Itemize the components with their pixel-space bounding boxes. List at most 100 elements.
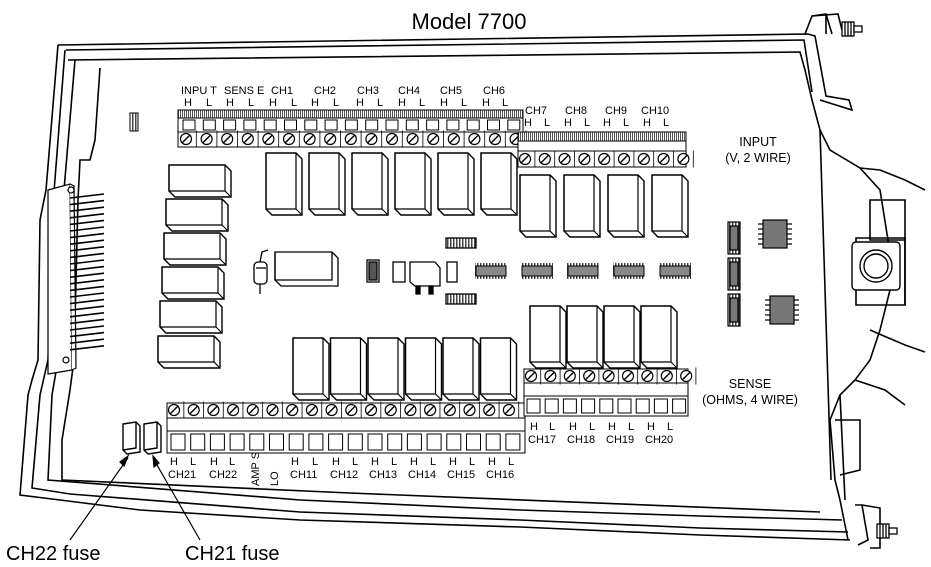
- label-ch5-h: H: [440, 97, 448, 109]
- terminal-screw-slot: [469, 134, 479, 144]
- label-ch14-h: H: [410, 456, 418, 468]
- ch21-fuse-label: CH21 fuse: [185, 543, 280, 565]
- terminal-screw-slot: [579, 154, 589, 164]
- label-ch5: CH5: [440, 85, 462, 97]
- label-ch3-h: H: [356, 97, 364, 109]
- terminal-clamp: [344, 119, 358, 131]
- relay-block: [351, 152, 389, 216]
- label-ch16-l: L: [508, 456, 514, 468]
- connector-pin: [69, 239, 105, 245]
- connector-pin: [69, 272, 105, 278]
- relay-block: [480, 152, 518, 216]
- connector-pin: [69, 279, 105, 285]
- label-ch17-h: H: [530, 421, 538, 433]
- terminal-clamp: [182, 119, 196, 131]
- label-ch11: CH11: [290, 469, 317, 481]
- terminal-screw-slot: [243, 134, 253, 144]
- connector-pin: [69, 338, 105, 344]
- bottom-terminal-strip: [166, 401, 526, 454]
- terminal-clamp: [202, 119, 216, 131]
- label-ch10-h: H: [643, 117, 651, 129]
- relay-block: [308, 152, 346, 216]
- opto-chip: [659, 265, 691, 277]
- terminal-screw-slot: [189, 405, 199, 415]
- terminal-screw-slot: [169, 405, 179, 415]
- connector-pin: [69, 305, 105, 311]
- label-ch15-l: L: [469, 456, 475, 468]
- terminal-screw-slot: [181, 134, 191, 144]
- terminal-clamp: [581, 398, 596, 414]
- label-sense: SENS E: [224, 85, 264, 97]
- label-ch12-h: H: [332, 456, 340, 468]
- terminal-clamp: [599, 398, 614, 414]
- terminal-screw-slot: [268, 405, 277, 415]
- relay-block: [159, 300, 223, 334]
- input-sublabel: (V, 2 WIRE): [725, 151, 791, 165]
- terminal-clamp: [653, 398, 668, 414]
- label-ch20: CH20: [645, 434, 673, 446]
- relay-block: [265, 152, 303, 216]
- terminal-clamp: [507, 119, 521, 131]
- terminal-clamp: [328, 433, 344, 451]
- terminal-screw-slot: [346, 405, 356, 415]
- label-input-h: H: [184, 97, 192, 109]
- terminal-screw-slot: [642, 371, 652, 381]
- label-ch19-l: L: [628, 421, 634, 433]
- terminal-screw-slot: [307, 405, 317, 415]
- terminal-screw-slot: [222, 134, 232, 144]
- relay-block: [292, 337, 330, 401]
- label-ch8: CH8: [565, 105, 587, 117]
- terminal-clamp: [544, 398, 559, 414]
- label-ch2: CH2: [314, 85, 336, 97]
- label-ch5-l: L: [461, 97, 467, 109]
- label-ch1: CH1: [271, 85, 293, 97]
- relay-block: [157, 335, 221, 369]
- label-ch8-l: L: [584, 117, 590, 129]
- terminal-clamp: [347, 433, 363, 451]
- terminal-clamp: [170, 433, 186, 451]
- terminal-screw-slot: [639, 154, 649, 164]
- connector-pin: [69, 226, 105, 232]
- terminal-screw-slot: [248, 405, 258, 415]
- label-ch9-h: H: [603, 117, 611, 129]
- relay-block: [394, 152, 432, 216]
- terminal-screw-slot: [560, 154, 570, 164]
- terminal-clamp: [405, 119, 419, 131]
- label-ch20-l: L: [667, 421, 673, 433]
- terminal-screw-slot: [208, 405, 218, 415]
- terminal-clamp: [324, 119, 338, 131]
- terminal-screw-slot: [387, 134, 397, 144]
- label-ch2-h: H: [311, 97, 319, 109]
- label-ch13-l: L: [391, 456, 397, 468]
- connector-pin: [69, 331, 105, 338]
- terminal-screw-slot: [425, 405, 435, 415]
- relay-block: [566, 305, 604, 369]
- connector-pin: [69, 232, 105, 239]
- label-ch8-h: H: [564, 117, 572, 129]
- label-ch9-l: L: [623, 117, 629, 129]
- label-ch22: CH22: [209, 469, 237, 481]
- relay-block: [163, 232, 227, 266]
- label-ch10: CH10: [641, 105, 669, 117]
- relay-block: [437, 152, 475, 216]
- terminal-clamp: [466, 119, 480, 131]
- opto-chip: [613, 265, 645, 277]
- terminal-clamp: [209, 433, 225, 451]
- relay-block: [329, 337, 368, 401]
- thumb-screw-bottom: [876, 523, 898, 539]
- model-title: Model 7700: [412, 9, 527, 34]
- right-top-terminal-strip: [517, 131, 694, 168]
- label-ch12: CH12: [330, 469, 358, 481]
- relay-block: [168, 164, 232, 198]
- opto-chip: [567, 265, 599, 277]
- terminal-clamp: [243, 119, 257, 131]
- relay-block: [651, 174, 689, 238]
- relay-block: [603, 305, 641, 369]
- terminal-clamp: [406, 433, 422, 451]
- relay-block: [563, 174, 601, 238]
- label-input-l: L: [206, 97, 212, 109]
- label-ch2-l: L: [333, 97, 339, 109]
- bottom-row-labels: H L CH21 H L CH22 AMP S LO H L CH11 H L …: [168, 452, 514, 486]
- label-ch11-l: L: [312, 456, 318, 468]
- label-ch13-h: H: [371, 456, 379, 468]
